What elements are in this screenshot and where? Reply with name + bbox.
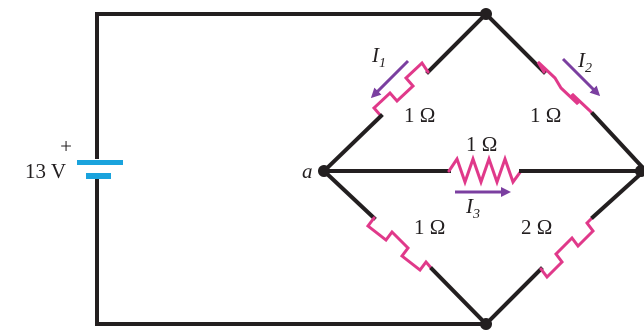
node-a-label: a: [302, 159, 313, 183]
resistor-bottom-right: [539, 215, 595, 280]
battery-plus-sign: +: [60, 134, 72, 158]
resistor-middle-label: 1 Ω: [466, 132, 497, 156]
battery: [77, 160, 123, 179]
current-arrow-i1: [370, 59, 410, 99]
resistor-top-right-label: 1 Ω: [530, 103, 561, 127]
wire-top-left-b: [321, 113, 384, 174]
resistor-bottom-left: [365, 216, 434, 273]
wire-bottom-right-b: [590, 168, 644, 220]
wire-bottom-left-a: [321, 168, 377, 221]
resistor-bottom-right-label: 2 Ω: [521, 215, 552, 239]
resistor-top-right: [536, 60, 595, 116]
battery-plate-short: [86, 173, 111, 179]
current-i1-subscript: 1: [379, 56, 386, 71]
current-i2-symbol: I: [577, 48, 586, 72]
battery-plate-long: [77, 160, 123, 165]
resistor-bottom-left-label: 1 Ω: [414, 215, 445, 239]
current-label-i3: I3: [465, 194, 480, 222]
current-i1-symbol: I: [371, 43, 380, 67]
current-i3-subscript: 3: [472, 207, 480, 222]
current-label-i2: I2: [577, 48, 592, 76]
resistor-middle: [447, 154, 523, 187]
current-i3-symbol: I: [465, 194, 474, 218]
junction-right: [635, 165, 644, 177]
resistor-top-left: [371, 60, 430, 118]
junction-bottom: [480, 318, 492, 330]
wire-top-right-b: [590, 111, 644, 172]
junction-top: [480, 8, 492, 20]
wire-bottom-left-b: [429, 266, 489, 327]
wire-bottom-right-a: [483, 266, 544, 327]
current-label-i1: I1: [371, 43, 386, 71]
resistor-top-left-label: 1 Ω: [404, 103, 435, 127]
wire-top-right-a: [483, 11, 547, 75]
current-arrow-i2: [561, 57, 601, 97]
battery-voltage-label: 13 V: [25, 159, 66, 183]
current-i2-subscript: 2: [585, 61, 592, 76]
junction-a: [318, 165, 330, 177]
wire-top-left-a: [425, 11, 489, 75]
